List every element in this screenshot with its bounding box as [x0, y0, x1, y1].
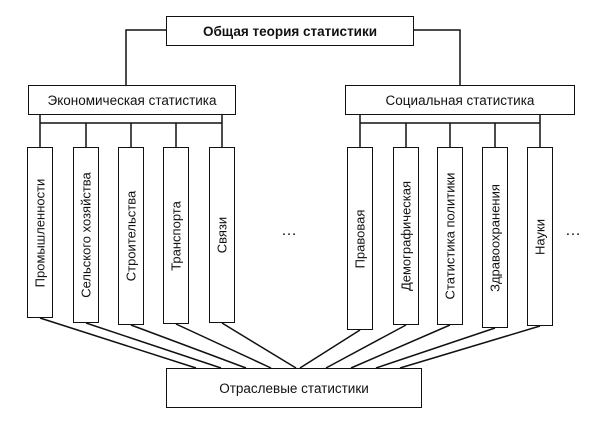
general-theory-box: Общая теория статистики	[166, 16, 414, 46]
economic-statistics-box: Экономическая статистика	[28, 85, 236, 115]
branch-healthcare-box: Здравоохранения	[482, 147, 508, 328]
social-statistics-box: Социальная статистика	[345, 85, 575, 115]
branch-communications-label: Связи	[214, 216, 230, 254]
branch-industry-box: Промышленности	[27, 147, 53, 318]
branch-transport-box: Транспорта	[163, 147, 189, 324]
branch-science-label: Науки	[532, 218, 548, 255]
economic-ellipsis: …	[281, 222, 298, 239]
branch-healthcare-label: Здравоохранения	[487, 183, 503, 292]
social-ellipsis: …	[565, 222, 582, 239]
branch-construction-box: Строительства	[118, 147, 144, 325]
sectoral-statistics-box: Отраслевые статистики	[166, 368, 422, 408]
branch-politics-label: Статистика политики	[442, 172, 458, 300]
branch-transport-label: Транспорта	[168, 200, 184, 271]
branch-communications-box: Связи	[209, 147, 235, 323]
branch-politics-box: Статистика политики	[437, 147, 463, 325]
sectoral-statistics-label: Отраслевые статистики	[219, 380, 369, 396]
branch-construction-label: Строительства	[123, 190, 139, 282]
branch-agriculture-label: Сельского хозяйства	[78, 172, 94, 298]
economic-statistics-label: Экономическая статистика	[47, 92, 217, 108]
branch-agriculture-box: Сельского хозяйства	[73, 147, 99, 323]
general-theory-label: Общая теория статистики	[202, 23, 378, 39]
branch-demographic-box: Демографическая	[393, 147, 419, 325]
branch-legal-box: Правовая	[347, 147, 373, 330]
branch-legal-label: Правовая	[352, 209, 368, 268]
branch-science-box: Науки	[527, 147, 553, 326]
branch-industry-label: Промышленности	[32, 178, 48, 287]
branch-demographic-label: Демографическая	[398, 180, 414, 292]
social-statistics-label: Социальная статистика	[385, 92, 535, 108]
